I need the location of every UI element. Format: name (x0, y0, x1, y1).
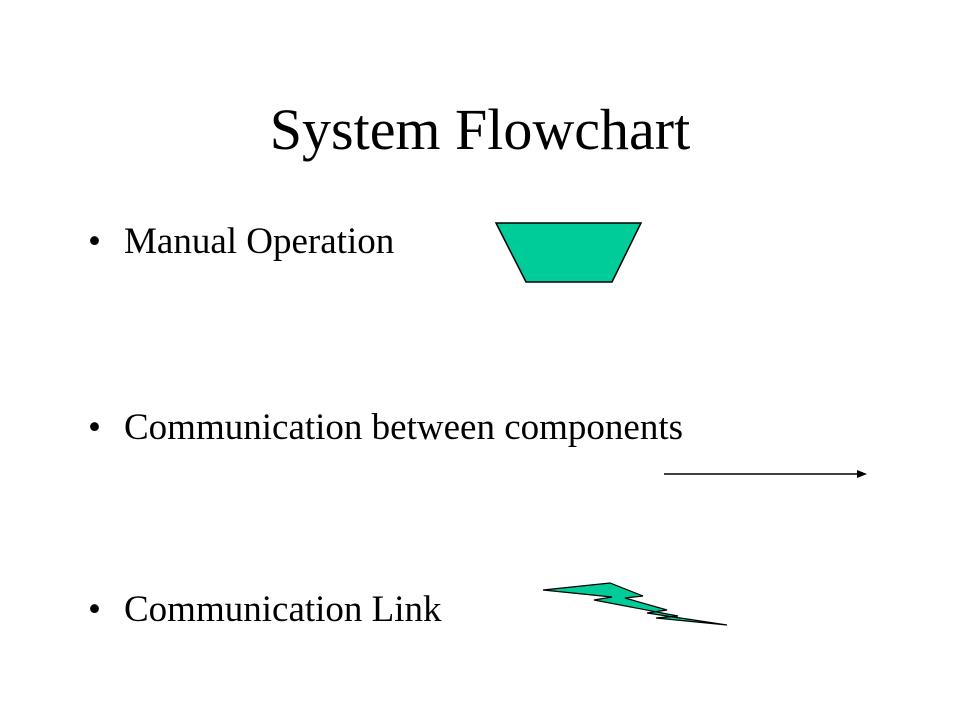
bullet-glyph: • (88, 221, 101, 262)
trapezoid-shape (494, 222, 643, 283)
arrow-head (857, 470, 867, 478)
bullet-text: Manual Operation (124, 221, 395, 262)
bullet-text: Communication between components (124, 407, 683, 448)
bullet-item-manual-operation: • Manual Operation (88, 220, 394, 264)
slide-title: System Flowchart (269, 97, 691, 162)
manual-operation-trapezoid-icon (494, 222, 643, 283)
bullet-item-communication-link: • Communication Link (88, 588, 442, 632)
communication-link-lightning-icon (542, 582, 728, 626)
lightning-bolt-shape (542, 582, 728, 626)
bullet-glyph: • (88, 407, 101, 448)
bullet-item-communication-between-components: • Communication between components (88, 406, 683, 450)
bullet-glyph: • (88, 589, 101, 630)
bullet-text: Communication Link (124, 589, 442, 630)
communication-arrow-icon (664, 470, 867, 478)
